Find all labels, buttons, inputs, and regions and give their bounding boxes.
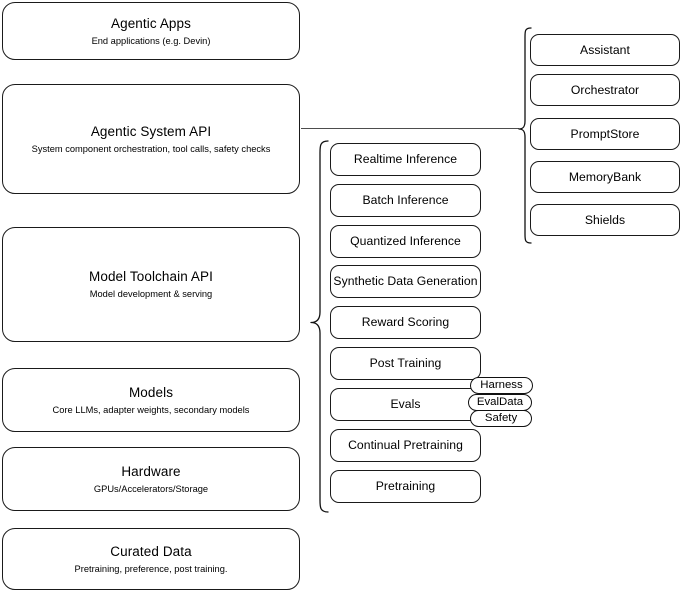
layer-title: Model Toolchain API [89,269,213,284]
connector-agentic-system-api-to-components [301,128,519,130]
layer-subtitle: End applications (e.g. Devin) [91,35,211,46]
layer-title: Agentic Apps [110,15,191,31]
system-component-label: PromptStore [570,126,640,141]
evals-subcomponent-harness[interactable]: Harness [470,377,533,394]
evals-subcomponent-label: Harness [480,379,523,391]
system-component-box-shields[interactable]: Shields [530,204,680,236]
component-label: Reward Scoring [361,315,450,329]
system-component-box-promptstore[interactable]: PromptStore [530,118,680,150]
evals-subcomponent-evaldata[interactable]: EvalData [468,394,532,411]
component-box-pretraining[interactable]: Pretraining [330,470,481,503]
layer-subtitle: Core LLMs, adapter weights, secondary mo… [52,404,250,415]
layer-box-agentic-system-api[interactable]: Agentic System API System component orch… [2,84,300,194]
component-box-synthetic-data-generation[interactable]: Synthetic Data Generation [330,265,481,298]
layer-subtitle: Pretraining, preference, post training. [74,563,228,574]
component-label: Continual Pretraining [348,438,463,452]
system-component-label: Assistant [580,42,630,57]
layer-box-model-toolchain-api[interactable]: Model Toolchain API Model development & … [2,227,300,342]
layer-title: Agentic System API [90,123,212,139]
component-label: Evals [390,397,421,411]
system-component-box-orchestrator[interactable]: Orchestrator [530,74,680,106]
layer-title: Models [128,384,174,400]
component-label: Batch Inference [362,193,449,207]
layer-title: Hardware [121,463,181,479]
component-box-realtime-inference[interactable]: Realtime Inference [330,143,481,176]
layer-subtitle: Model development & serving [89,289,213,299]
system-component-label: MemoryBank [568,169,642,184]
component-label: Realtime Inference [353,152,458,166]
component-box-continual-pretraining[interactable]: Continual Pretraining [330,429,481,462]
brace-system-components [518,27,532,244]
layer-subtitle: GPUs/Accelerators/Storage [93,483,209,494]
system-component-label: Shields [584,212,626,227]
layer-box-curated-data[interactable]: Curated Data Pretraining, preference, po… [2,528,300,590]
component-label: Quantized Inference [350,234,461,248]
component-box-quantized-inference[interactable]: Quantized Inference [330,225,481,258]
layer-box-models[interactable]: Models Core LLMs, adapter weights, secon… [2,368,300,432]
system-component-box-assistant[interactable]: Assistant [530,34,680,66]
component-label: Synthetic Data Generation [333,274,478,288]
layer-subtitle: System component orchestration, tool cal… [31,143,271,154]
component-label: Post Training [369,356,442,370]
layer-title: Curated Data [110,543,192,559]
layer-box-hardware[interactable]: Hardware GPUs/Accelerators/Storage [2,447,300,511]
component-box-reward-scoring[interactable]: Reward Scoring [330,306,481,339]
evals-subcomponent-label: Safety [484,412,518,424]
system-component-box-memorybank[interactable]: MemoryBank [530,161,680,193]
evals-subcomponent-safety[interactable]: Safety [470,410,532,427]
brace-toolchain-components [310,140,329,513]
component-box-batch-inference[interactable]: Batch Inference [330,184,481,217]
component-box-post-training[interactable]: Post Training [330,347,481,380]
system-component-label: Orchestrator [570,82,640,97]
component-label: Pretraining [375,479,436,493]
layer-box-agentic-apps[interactable]: Agentic Apps End applications (e.g. Devi… [2,2,300,60]
component-box-evals[interactable]: Evals [330,388,481,421]
evals-subcomponent-label: EvalData [476,396,524,408]
